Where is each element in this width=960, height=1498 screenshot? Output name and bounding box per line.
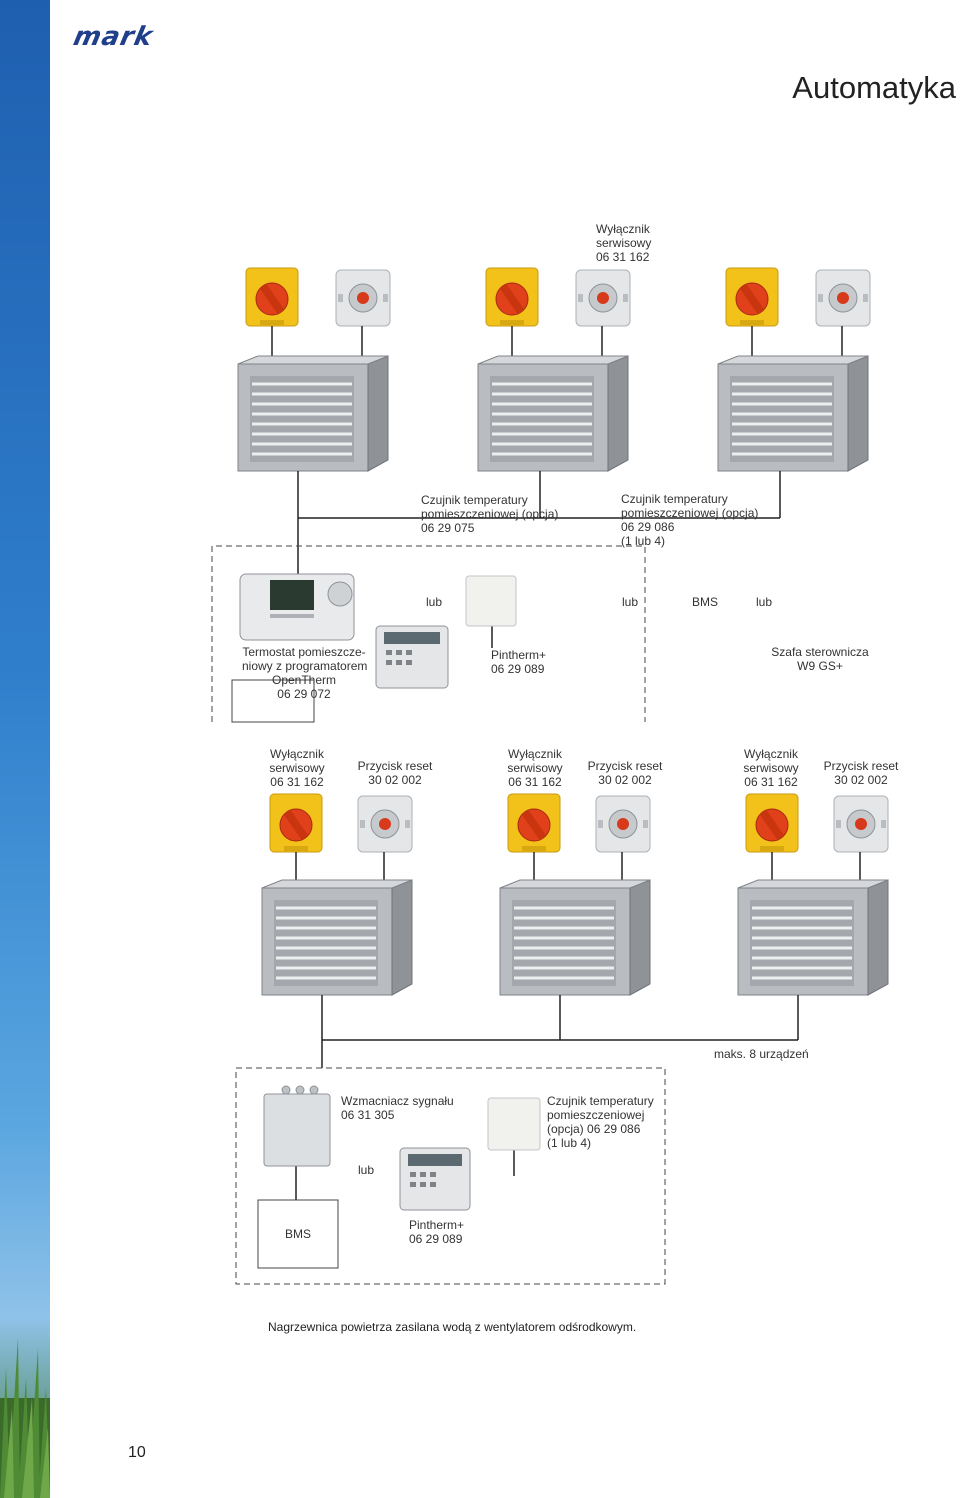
- reset-button-bottom-2: [595, 795, 651, 853]
- heater-top-1: [236, 354, 390, 473]
- heater-top-3: [716, 354, 870, 473]
- amplifier-label: Wzmacniacz sygnału 06 31 305: [341, 1094, 454, 1122]
- or-label-2: lub: [622, 595, 639, 609]
- heater-bottom-2: [498, 878, 652, 997]
- diagram-caption: Nagrzewnica powietrza zasilana wodą z we…: [268, 1320, 637, 1334]
- service-switch-bottom-1: [269, 793, 323, 853]
- sensor-box-top: [465, 575, 517, 627]
- max-devices-label: maks. 8 urządzeń: [714, 1047, 809, 1061]
- sensor-label-bottom: Czujnik temperatury pomieszczeniowej (op…: [547, 1094, 654, 1150]
- page-title: Automatyka: [792, 70, 956, 105]
- bms-box-bottom: [257, 1199, 339, 1269]
- heater-top-2: [476, 354, 630, 473]
- bms-label-bottom: BMS: [284, 1227, 311, 1241]
- reset-bottom-3-label: Przycisk reset 30 02 002: [823, 759, 899, 787]
- service-switch-top-1: [245, 267, 299, 327]
- sensor-box-bottom: [487, 1097, 541, 1151]
- service-switch-bottom-3-label: Wyłącznik serwisowy 06 31 162: [743, 747, 799, 789]
- service-switch-top-3: [725, 267, 779, 327]
- heater-bottom-1: [260, 878, 414, 997]
- service-switch-top-2: [485, 267, 539, 327]
- cabinet-label: Szafa sterownicza W9 GS+: [771, 645, 869, 673]
- reset-button-top-3: [815, 269, 871, 327]
- pintherm-label-top: Pintherm+ 06 29 089: [491, 648, 547, 676]
- reset-bottom-1-label: Przycisk reset 30 02 002: [357, 759, 433, 787]
- thermostat-device: [239, 573, 355, 641]
- reset-button-top-1: [335, 269, 391, 327]
- or-label-1: lub: [426, 595, 443, 609]
- sidebar-decoration: [0, 0, 50, 1498]
- or-label-bottom: lub: [358, 1163, 375, 1177]
- service-switch-bottom-1-label: Wyłącznik serwisowy 06 31 162: [269, 747, 325, 789]
- reset-bottom-2-label: Przycisk reset 30 02 002: [587, 759, 663, 787]
- heater-bottom-3: [736, 878, 890, 997]
- bms-label-top: BMS: [692, 595, 719, 609]
- reset-button-bottom-3: [833, 795, 889, 853]
- pintherm-panel-top: [375, 625, 449, 689]
- thermostat-label: Termostat pomieszcze- niowy z programato…: [242, 645, 368, 701]
- page-number: 10: [128, 1444, 146, 1461]
- signal-amplifier-device: [263, 1085, 331, 1167]
- service-switch-bottom-2-label: Wyłącznik serwisowy 06 31 162: [507, 747, 563, 789]
- bms-box-top-left: [231, 679, 315, 723]
- grass-decoration: [0, 1338, 50, 1498]
- service-switch-top-label: Wyłącznik serwisowy 06 31 162: [596, 222, 652, 264]
- sensor-label-2: Czujnik temperatury pomieszczeniowej (op…: [621, 492, 759, 548]
- reset-button-bottom-1: [357, 795, 413, 853]
- reset-button-top-2: [575, 269, 631, 327]
- sensor-label-1: Czujnik temperatury pomieszczeniowej (op…: [421, 493, 559, 535]
- service-switch-bottom-3: [745, 793, 799, 853]
- or-label-3: lub: [756, 595, 773, 609]
- pintherm-label-bottom: Pintherm+ 06 29 089: [409, 1218, 465, 1246]
- service-switch-bottom-2: [507, 793, 561, 853]
- pintherm-panel-bottom: [399, 1147, 471, 1211]
